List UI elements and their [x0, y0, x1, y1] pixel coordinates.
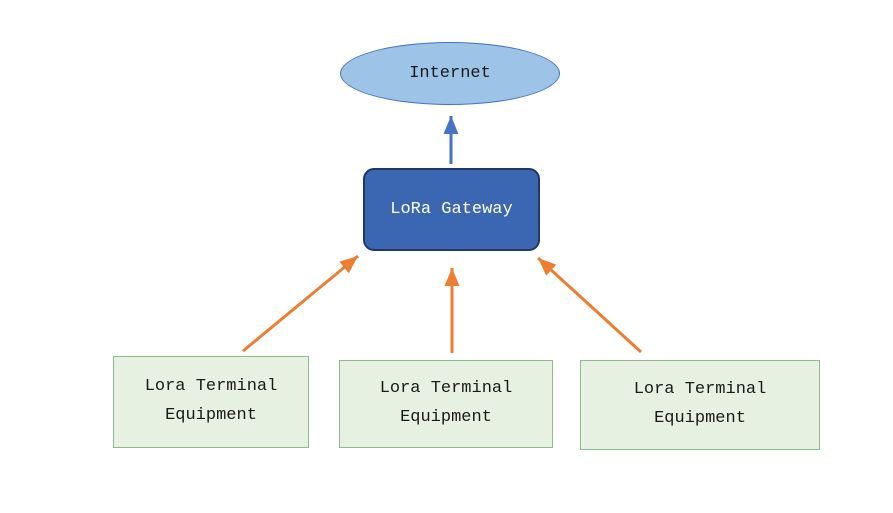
terminal-node-2: Lora Terminal Equipment [339, 360, 553, 448]
arrow-terminal-3-to-gateway [536, 256, 643, 354]
terminal-label: Lora Terminal Equipment [633, 380, 767, 428]
terminal-label: Lora Terminal Equipment [379, 379, 513, 427]
terminal-label: Lora Terminal Equipment [144, 377, 278, 425]
terminal-node-3: Lora Terminal Equipment [580, 360, 820, 450]
arrow-terminal-1-to-gateway [242, 254, 359, 353]
terminal-node-1: Lora Terminal Equipment [113, 356, 309, 448]
gateway-label: LoRa Gateway [390, 200, 513, 219]
internet-node: Internet [340, 42, 560, 105]
internet-label: Internet [409, 64, 491, 83]
gateway-node: LoRa Gateway [363, 168, 540, 251]
